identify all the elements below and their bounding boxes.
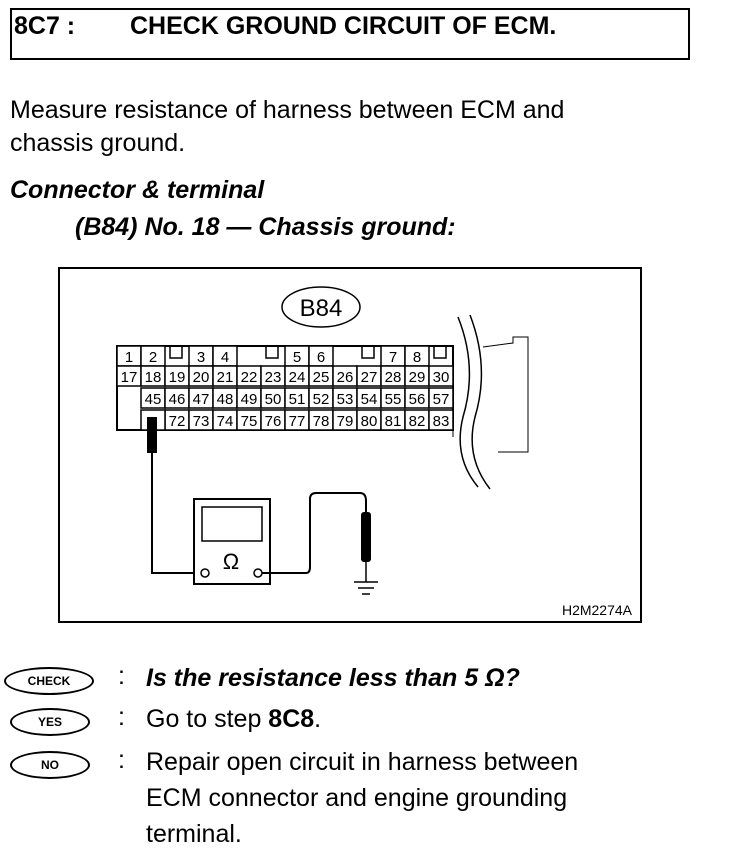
check-question: Is the resistance less than 5 Ω?	[146, 664, 520, 692]
terminal-number: 54	[361, 391, 378, 408]
terminal-number: 21	[217, 369, 234, 386]
terminal-number: 25	[313, 369, 330, 386]
terminal-number: 24	[289, 369, 306, 386]
terminal-number: 73	[193, 413, 210, 430]
no-line: ECM connector and engine grounding	[146, 784, 568, 812]
terminal-number: 76	[265, 413, 282, 430]
no-answer: Repair open circuit in harness between E…	[146, 744, 578, 852]
terminal-number: 22	[241, 369, 258, 386]
terminal-number: 53	[337, 391, 354, 408]
meter-terminal	[200, 568, 210, 578]
connector-key-notch	[265, 346, 279, 359]
terminal-number: 49	[241, 391, 258, 408]
next-step-link: 8C8	[268, 705, 315, 733]
terminal-number: 57	[433, 391, 450, 408]
test-lead	[262, 492, 367, 574]
terminal-number: 47	[193, 391, 210, 408]
colon: :	[118, 746, 125, 774]
ground-icon	[354, 562, 378, 595]
probe-icon	[147, 417, 157, 453]
terminal-number: 75	[241, 413, 258, 430]
instruction-line-2: chassis ground.	[10, 129, 186, 157]
terminal-number: 4	[221, 349, 229, 366]
connector-key-notch	[361, 346, 375, 359]
terminal-number: 19	[169, 369, 186, 386]
no-line: terminal.	[146, 820, 242, 848]
terminal-number: 83	[433, 413, 450, 430]
terminal-number: 23	[265, 369, 282, 386]
yes-answer: Go to step 8C8.	[146, 701, 321, 737]
terminal-number: 17	[121, 369, 138, 386]
terminal-number: 26	[337, 369, 354, 386]
no-line: Repair open circuit in harness between	[146, 748, 579, 776]
terminal-number: 55	[385, 391, 402, 408]
terminal-number: 5	[293, 349, 301, 366]
colon: :	[118, 703, 125, 731]
diagram-frame	[58, 267, 642, 623]
yes-badge: YES	[10, 708, 90, 736]
connector-label-ellipse	[281, 286, 361, 328]
terminal-number: 27	[361, 369, 378, 386]
terminal-number: 79	[337, 413, 354, 430]
terminal-number: 82	[409, 413, 426, 430]
terminal-number: 30	[433, 369, 450, 386]
figure-id: H2M2274A	[562, 602, 633, 618]
step-title: CHECK GROUND CIRCUIT OF ECM.	[130, 12, 557, 40]
terminal-number: 51	[289, 391, 306, 408]
terminal-number: 2	[149, 349, 157, 366]
test-lead	[151, 453, 198, 574]
connector-key-notch	[169, 346, 183, 359]
yes-text: Go to step	[146, 705, 269, 733]
terminal-number: 72	[169, 413, 186, 430]
terminal-number: 80	[361, 413, 378, 430]
connector-label: B84	[300, 295, 343, 322]
terminal-number: 77	[289, 413, 306, 430]
terminal-number: 74	[217, 413, 234, 430]
terminal-number: 3	[197, 349, 205, 366]
terminal-number: 6	[317, 349, 325, 366]
terminal-number: 1	[125, 349, 133, 366]
ohm-symbol: Ω	[223, 549, 239, 574]
colon: :	[118, 662, 125, 690]
connector-spec: (B84) No. 18 — Chassis ground:	[75, 213, 456, 241]
terminal-number: 48	[217, 391, 234, 408]
terminal-number: 50	[265, 391, 282, 408]
terminal-number: 56	[409, 391, 426, 408]
meter-display	[201, 506, 263, 542]
terminal-number: 46	[169, 391, 186, 408]
cut-line-icon	[469, 314, 491, 490]
probe-icon	[361, 512, 371, 562]
step-title-box	[10, 8, 690, 60]
connector-body-outline	[482, 336, 529, 453]
terminal-number: 52	[313, 391, 330, 408]
terminal-number: 45	[145, 391, 162, 408]
no-badge: NO	[10, 751, 90, 779]
terminal-number: 8	[413, 349, 421, 366]
terminal-number: 81	[385, 413, 402, 430]
terminal-number: 7	[389, 349, 397, 366]
terminal-number: 18	[145, 369, 162, 386]
connector-housing	[451, 345, 454, 437]
terminal-number: 29	[409, 369, 426, 386]
terminal-number: 20	[193, 369, 210, 386]
instruction-line-1: Measure resistance of harness between EC…	[10, 96, 565, 124]
terminal-number: 78	[313, 413, 330, 430]
connector-heading: Connector & terminal	[10, 176, 265, 204]
yes-end: .	[314, 705, 322, 733]
step-number: 8C7 :	[14, 12, 76, 40]
terminal-number: 28	[385, 369, 402, 386]
cut-line-icon	[457, 316, 479, 488]
meter-terminal	[253, 568, 263, 578]
check-badge: CHECK	[4, 667, 94, 695]
connector-key-notch	[433, 346, 447, 359]
